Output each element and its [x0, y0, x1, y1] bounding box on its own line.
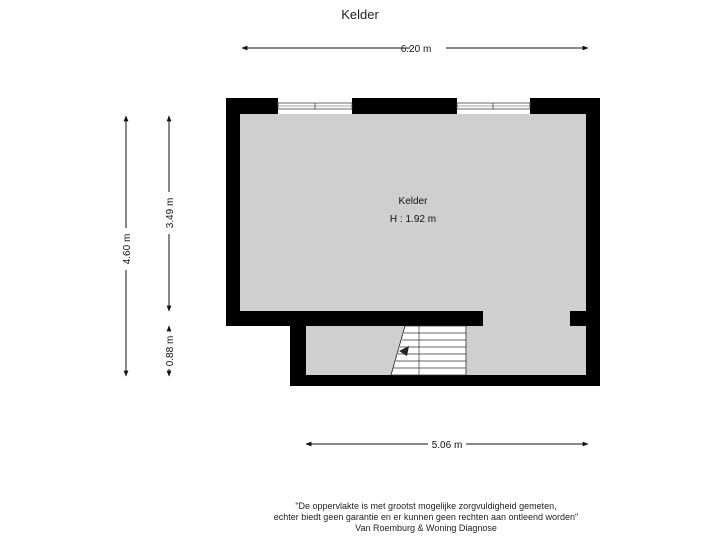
wall-right — [586, 98, 600, 386]
floor-title: Kelder — [341, 7, 379, 22]
dimension-top-width: 6.20 m — [241, 44, 589, 55]
room-name: Kelder — [399, 196, 429, 207]
dimension-lower-height-label: 0.88 m — [165, 336, 176, 367]
room-height: H : 1.92 m — [390, 214, 436, 225]
wall-bottom — [290, 375, 600, 386]
dimension-lower-height: 0.88 m — [165, 325, 176, 377]
disclaimer-line-3: Van Roemburg & Woning Diagnose — [355, 523, 497, 533]
disclaimer: "De oppervlakte is met grootst mogelijke… — [0, 501, 720, 534]
floor-main — [240, 114, 586, 311]
window-right — [456, 102, 531, 110]
dimension-bottom-width: 5.06 m — [305, 440, 589, 451]
dimension-top-width-label: 6.20 m — [401, 44, 432, 55]
dimension-upper-height-label: 3.49 m — [165, 198, 176, 229]
window-left — [277, 102, 353, 110]
wall-right-stub — [570, 311, 600, 326]
walls — [226, 98, 600, 386]
staircase — [390, 325, 467, 376]
wall-lower-left — [290, 326, 306, 386]
disclaimer-line-1: "De oppervlakte is met grootst mogelijke… — [295, 501, 557, 511]
dimension-total-height-label: 4.60 m — [122, 234, 133, 265]
stair-arrow-icon — [399, 346, 409, 356]
dimension-total-height: 4.60 m — [122, 115, 133, 377]
wall-left — [226, 98, 240, 326]
dimension-bottom-width-label: 5.06 m — [432, 440, 463, 451]
wall-middle-horizontal — [226, 311, 483, 326]
disclaimer-line-2: echter biedt geen garantie en er kunnen … — [273, 512, 579, 522]
wall-top-middle — [352, 98, 457, 114]
wall-top-right — [530, 98, 600, 114]
dimension-upper-height: 3.49 m — [165, 115, 176, 312]
